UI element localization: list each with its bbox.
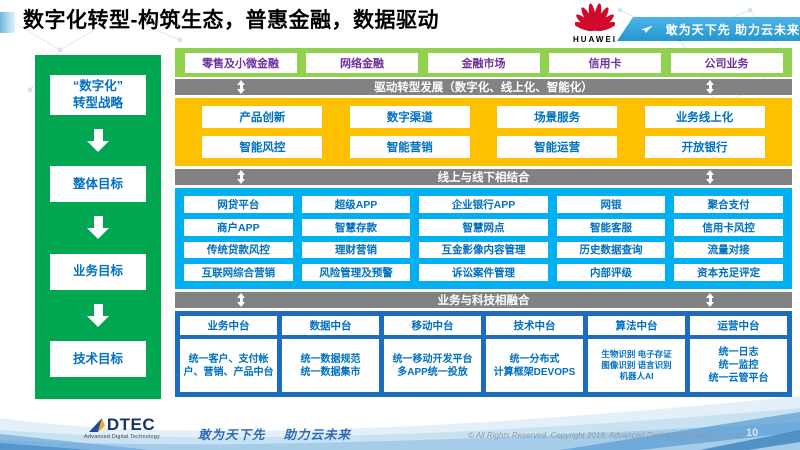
platform-cell: 诉讼案件管理	[419, 264, 548, 281]
business-lines-row: 零售及小微金融 网络金融 金融市场 信用卡 公司业务	[175, 48, 792, 77]
mid-platform-title: 算法中台	[588, 316, 685, 335]
mid-platform-column: 数据中台 统一数据规范 统一数据集市	[282, 316, 379, 392]
mid-platform-desc: 统一数据规范 统一数据集市	[282, 339, 379, 392]
business-line-cell: 零售及小微金融	[184, 52, 297, 73]
platform-cell: 网银	[556, 196, 666, 213]
platform-cell: 信用卡风控	[674, 218, 783, 236]
platform-cell: 内部评级	[556, 264, 666, 281]
mid-platform-desc: 统一移动开发平台 多APP统一投放	[384, 339, 481, 392]
platform-cell: 聚合支付	[674, 196, 783, 213]
mid-platform-column: 算法中台 生物识别 电子存证 图像识别 语言识别 机器人AI	[588, 316, 685, 392]
huawei-logo: HUAWEI	[571, 3, 619, 44]
platform-cell: 理财营销	[301, 241, 411, 259]
up-down-arrow-icon	[706, 293, 714, 307]
platform-cell: 历史数据查询	[556, 241, 666, 259]
up-down-arrow-icon	[706, 170, 714, 184]
adtec-logo-text: DTEC	[106, 415, 156, 434]
sidebar-item-business-goal: 业务目标	[50, 253, 146, 290]
down-arrow-icon	[87, 216, 109, 240]
sidebar-item-strategy: “数字化” 转型战略	[50, 75, 146, 115]
platform-cell: 超级APP	[301, 196, 411, 213]
platform-cell: 智慧网点	[419, 218, 548, 236]
down-arrow-icon	[87, 128, 109, 152]
adtec-logo-subtext: Advanced Digital Technology	[84, 434, 160, 440]
divider-bar-transform: 驱动转型发展（数字化、线上化、智能化）	[175, 79, 792, 95]
divider-bar-label: 驱动转型发展（数字化、线上化、智能化）	[374, 82, 593, 94]
sidebar-item-overall-goal: 整体目标	[50, 166, 146, 203]
capabilities-row: 智能风控 智能营销 智能运营 开放银行	[175, 136, 792, 158]
mid-platform-title: 运营中台	[690, 316, 787, 335]
mid-platform-desc: 生物识别 电子存证 图像识别 语言识别 机器人AI	[588, 339, 685, 392]
capabilities-block: 产品创新 数字渠道 场景服务 业务线上化 智能风控 智能营销 智能运营 开放银行	[175, 98, 792, 166]
platform-cell: 互联网综合营销	[184, 264, 293, 281]
platform-cell: 智慧存款	[301, 218, 411, 236]
huawei-flower-icon	[574, 3, 616, 32]
capabilities-row: 产品创新 数字渠道 场景服务 业务线上化	[175, 106, 792, 128]
paper-plane-icon	[641, 25, 653, 33]
platform-cell: 流量对接	[674, 241, 783, 259]
adtec-logo: DTEC Advanced Digital Technology	[84, 415, 160, 440]
capability-cell: 智能营销	[349, 136, 470, 158]
platform-cell: 风险管理及预警	[301, 264, 411, 281]
capability-cell: 产品创新	[202, 106, 323, 128]
main-diagram: 零售及小微金融 网络金融 金融市场 信用卡 公司业务 驱动转型发展（数字化、线上…	[175, 48, 792, 397]
mid-platform-column: 技术中台 统一分布式 计算框架DEVOPS	[486, 316, 583, 392]
platform-cell: 商户APP	[184, 218, 293, 236]
capability-cell: 场景服务	[497, 106, 618, 128]
ribbon-slogan: 敢为天下先 助力云未来	[665, 22, 800, 37]
copyright-text: © All Rights Reserved. Copyright 2019. A…	[468, 431, 742, 440]
page-number: 10	[746, 427, 759, 439]
page-title: 数字化转型-构筑生态，普惠金融，数据驱动	[23, 9, 439, 32]
down-arrow-icon	[87, 303, 109, 327]
adtec-logo-icon	[88, 418, 105, 432]
platform-cell: 智能客服	[556, 218, 666, 236]
divider-bar-label: 业务与科技相融合	[437, 295, 530, 307]
business-line-cell: 网络金融	[306, 52, 418, 73]
mid-platform-title: 移动中台	[384, 316, 481, 335]
mid-platform-column: 运营中台 统一日志 统一监控 统一云管平台	[690, 316, 787, 392]
business-line-cell: 公司业务	[670, 52, 783, 73]
divider-bar-label: 线上与线下相结合	[437, 172, 530, 184]
header-ribbon: 敢为天下先 助力云未来	[617, 17, 800, 41]
mid-platform-desc: 统一客户、支付帐户、营销、产品中台	[180, 339, 277, 392]
mid-platform-column: 业务中台 统一客户、支付帐户、营销、产品中台	[180, 316, 277, 392]
capability-cell: 智能运营	[497, 136, 618, 158]
up-down-arrow-icon	[237, 170, 245, 184]
sidebar-item-tech-goal: 技术目标	[50, 340, 146, 377]
mid-platform-desc: 统一日志 统一监控 统一云管平台	[690, 339, 787, 392]
business-line-cell: 信用卡	[549, 52, 661, 73]
capability-cell: 业务线上化	[644, 106, 765, 128]
capability-cell: 开放银行	[644, 136, 765, 158]
capability-cell: 数字渠道	[349, 106, 470, 128]
title-accent-bar	[0, 12, 15, 33]
mid-platform-column: 移动中台 统一移动开发平台 多APP统一投放	[384, 316, 481, 392]
platform-cell: 互金影像内容管理	[419, 241, 548, 259]
divider-bar-business-tech: 业务与科技相融合	[175, 292, 792, 308]
platforms-grid: 网贷平台 超级APP 企业银行APP 网银 聚合支付 商户APP 智慧存款 智慧…	[175, 188, 792, 289]
mid-platform-desc: 统一分布式 计算框架DEVOPS	[486, 339, 583, 392]
business-line-cell: 金融市场	[427, 52, 540, 73]
strategy-sidebar: “数字化” 转型战略 整体目标 业务目标 技术目标	[35, 55, 161, 399]
up-down-arrow-icon	[706, 80, 714, 94]
huawei-logo-text: HUAWEI	[573, 35, 617, 44]
mid-platform-title: 技术中台	[486, 316, 583, 335]
capability-cell: 智能风控	[202, 136, 323, 158]
mid-platform-title: 业务中台	[180, 316, 277, 335]
platform-cell: 网贷平台	[184, 196, 293, 213]
up-down-arrow-icon	[237, 80, 245, 94]
platform-cell: 资本充足评定	[674, 264, 783, 281]
mid-platform-title: 数据中台	[282, 316, 379, 335]
platform-cell: 传统贷款风控	[184, 241, 293, 259]
footer-slogan: 敢为天下先 助力云未来	[198, 428, 351, 442]
divider-bar-online-offline: 线上与线下相结合	[175, 169, 792, 185]
platform-cell: 企业银行APP	[419, 196, 548, 213]
mid-platforms-grid: 业务中台 统一客户、支付帐户、营销、产品中台 数据中台 统一数据规范 统一数据集…	[175, 311, 792, 397]
up-down-arrow-icon	[237, 293, 245, 307]
